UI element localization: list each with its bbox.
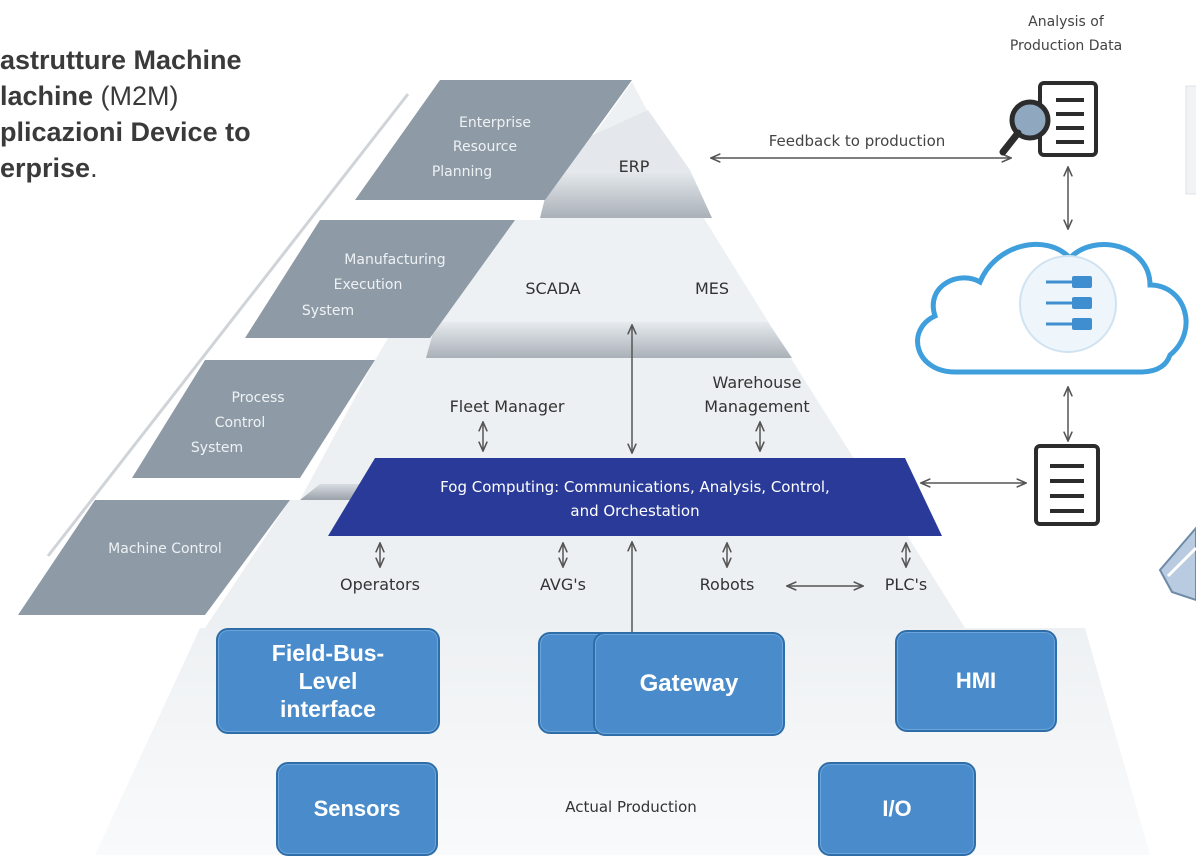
mes-side-label-2: Execution [334,277,403,293]
gateway-box: Gateway [593,632,785,736]
field-bus-box: Field-Bus- Level interface [216,628,440,734]
fog-label-1: Fog Computing: Communications, Analysis,… [440,478,830,496]
erp-side-label-1: Enterprise [459,115,531,131]
erp-side-panel [355,80,632,200]
erp-label: ERP [619,157,650,176]
erp-band [540,170,712,218]
scada-label: SCADA [525,279,580,298]
hmi-box: HMI [895,630,1057,732]
pcs-side-label-3: System [191,440,243,456]
avgs-label: AVG's [540,575,586,594]
mes-side-label-1: Manufacturing [344,252,445,268]
page-title: astrutture Machine lachine (M2M) plicazi… [0,45,251,183]
pcs-side-panel [132,360,375,478]
laptop-icon [1158,526,1196,602]
magnifier-document-icon [999,81,1098,157]
analysis-label-1: Analysis of [1028,14,1105,30]
mes-side-panel [245,220,515,338]
mes-side-label-3: System [302,303,354,319]
edge-panel [1185,85,1196,195]
side-bracket [46,93,410,557]
document-icon [1034,444,1100,526]
fleet-manager-label: Fleet Manager [450,397,565,416]
sensors-box: Sensors [276,762,438,856]
analysis-label-2: Production Data [1010,38,1122,54]
fog-label-2: and Orchestation [570,502,699,520]
erp-face [552,110,690,170]
io-box: I/O [818,762,976,856]
warehouse-label-1: Warehouse [713,373,802,392]
machine-side-label: Machine Control [108,541,222,557]
feedback-label: Feedback to production [769,132,946,150]
operators-label: Operators [340,575,420,594]
erp-side-label-3: Planning [432,164,492,180]
cloud-server-icon [915,241,1189,375]
actual-production-label: Actual Production [565,798,697,816]
pcs-side-label-2: Control [215,415,266,431]
warehouse-label-2: Management [704,397,809,416]
mes-label: MES [695,279,729,298]
plcs-label: PLC's [885,575,927,594]
robots-label: Robots [700,575,755,594]
pcs-side-label-1: Process [231,390,284,406]
mes-band [426,322,792,358]
erp-side-label-2: Resource [453,139,517,155]
fog-computing-band [328,458,942,536]
machine-side-panel [18,500,290,615]
